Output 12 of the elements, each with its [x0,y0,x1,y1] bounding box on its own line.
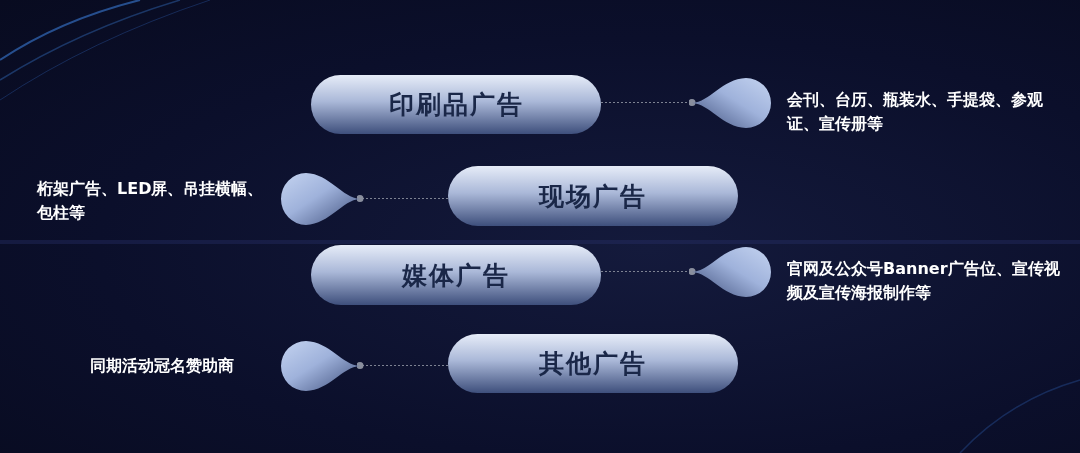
description-text: 会刊、台历、瓶装水、手提袋、参观证、宣传册等 [787,89,1044,135]
dotted-connector [600,268,696,275]
category-pill: 媒体广告 [311,245,601,305]
dotted-connector [600,99,696,106]
dotted-connector [356,362,449,369]
description-text: 同期活动冠名赞助商 [90,355,235,377]
category-pill: 印刷品广告 [311,75,601,134]
description-text: 官网及公众号Banner广告位、宣传视频及宣传海报制作等 [787,258,1061,304]
category-pill: 其他广告 [448,334,738,393]
category-pill: 现场广告 [448,166,738,226]
description-text: 桁架广告、LED屏、吊挂横幅、包柱等 [37,178,265,224]
dotted-connector [356,195,449,202]
